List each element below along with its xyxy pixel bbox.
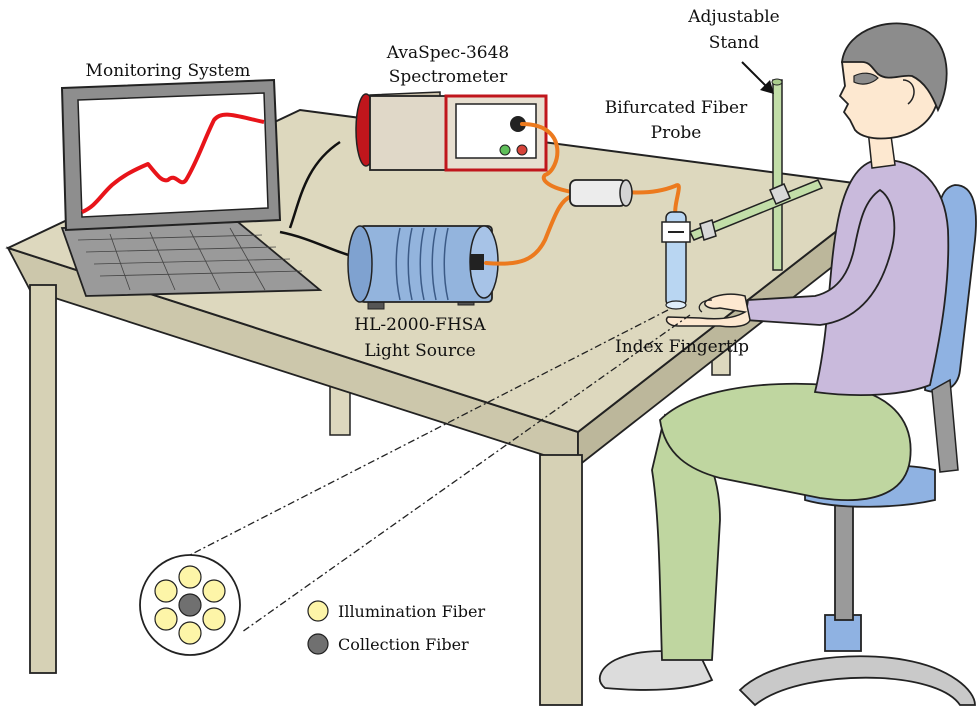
- laptop-screen: [77, 92, 269, 218]
- label-spectrometer: Spectrometer: [389, 67, 508, 87]
- stand-arrow-head: [760, 80, 774, 94]
- illumination-fiber-6: [154, 579, 178, 603]
- spectrometer: [355, 91, 548, 172]
- table-leg-front-center: [539, 454, 583, 706]
- table-leg-front-left: [29, 284, 57, 674]
- chair-back-support: [931, 378, 959, 473]
- laptop: [60, 78, 353, 297]
- probe: [661, 211, 691, 310]
- person-thumb: [698, 299, 713, 313]
- fiber-spectrometer: [520, 122, 574, 194]
- label-stand-type: Adjustable: [687, 7, 779, 27]
- label-light-source-model: HL-2000-FHSA: [354, 315, 486, 335]
- light-source: [347, 225, 499, 310]
- light-source-back-cap: [347, 225, 373, 303]
- callout-lines: [189, 309, 691, 633]
- person-hair: [840, 22, 948, 113]
- person-eye: [853, 72, 879, 85]
- illumination-fiber-3: [202, 607, 226, 631]
- light-source-fins: [395, 227, 449, 301]
- person: [598, 22, 950, 691]
- labels: Monitoring System AvaSpec-3648 Spectrome…: [86, 7, 780, 361]
- fiber-junction-body: [569, 179, 627, 207]
- collection-fiber: [178, 593, 202, 617]
- spectrometer-red-led: [516, 144, 528, 156]
- laptop-keys: [77, 227, 303, 291]
- stand-pole-top: [771, 78, 783, 86]
- person-ear: [902, 79, 915, 105]
- legend-collection-label: Collection Fiber: [338, 635, 469, 654]
- adjustable-stand: [688, 78, 824, 271]
- spectrometer-fiber-port: [510, 116, 526, 132]
- callout-line-lower: [241, 314, 691, 633]
- fiber-cables: [484, 122, 681, 266]
- fiber-light-source: [484, 194, 574, 266]
- label-probe-type: Bifurcated Fiber: [605, 98, 748, 118]
- legend-illumination-label: Illumination Fiber: [338, 602, 485, 621]
- label-fingertip: Index Fingertip: [615, 337, 749, 357]
- chair-column: [834, 499, 854, 621]
- stand-arrow: [741, 61, 774, 94]
- legend: Illumination Fiber Collection Fiber: [307, 600, 485, 655]
- fiber-junction-cap: [619, 179, 633, 207]
- spectrometer-green-led: [499, 144, 511, 156]
- stand-probe-clamp: [699, 219, 717, 241]
- light-source-port: [470, 254, 484, 270]
- chair-base: [738, 655, 976, 707]
- label-probe: Probe: [651, 123, 702, 143]
- fiber-cross-section: [139, 554, 241, 656]
- signal-curve: [81, 112, 265, 214]
- illumination-fiber-1: [178, 565, 202, 589]
- illumination-fiber-5: [154, 607, 178, 631]
- legend-illumination-swatch: [307, 600, 329, 622]
- cable-laptop-light-source: [279, 230, 353, 258]
- stand-pole: [772, 79, 783, 271]
- fiber-junction: [569, 179, 633, 207]
- label-light-source: Light Source: [364, 341, 475, 361]
- person-thigh: [659, 382, 912, 501]
- illumination-fiber-4: [178, 621, 202, 645]
- label-monitoring-system: Monitoring System: [86, 61, 251, 81]
- probe-tip: [665, 300, 687, 310]
- chair-base-hub: [824, 614, 862, 652]
- cable-laptop-spectrometer: [288, 140, 341, 229]
- label-stand: Stand: [709, 33, 760, 53]
- stand-arrow-line: [741, 61, 769, 89]
- stand-clamp: [769, 183, 791, 205]
- fiber-to-probe: [624, 183, 681, 220]
- person-arm: [743, 188, 896, 326]
- illumination-fiber-2: [202, 579, 226, 603]
- legend-collection-swatch: [307, 633, 329, 655]
- label-spectrometer-model: AvaSpec-3648: [386, 43, 509, 63]
